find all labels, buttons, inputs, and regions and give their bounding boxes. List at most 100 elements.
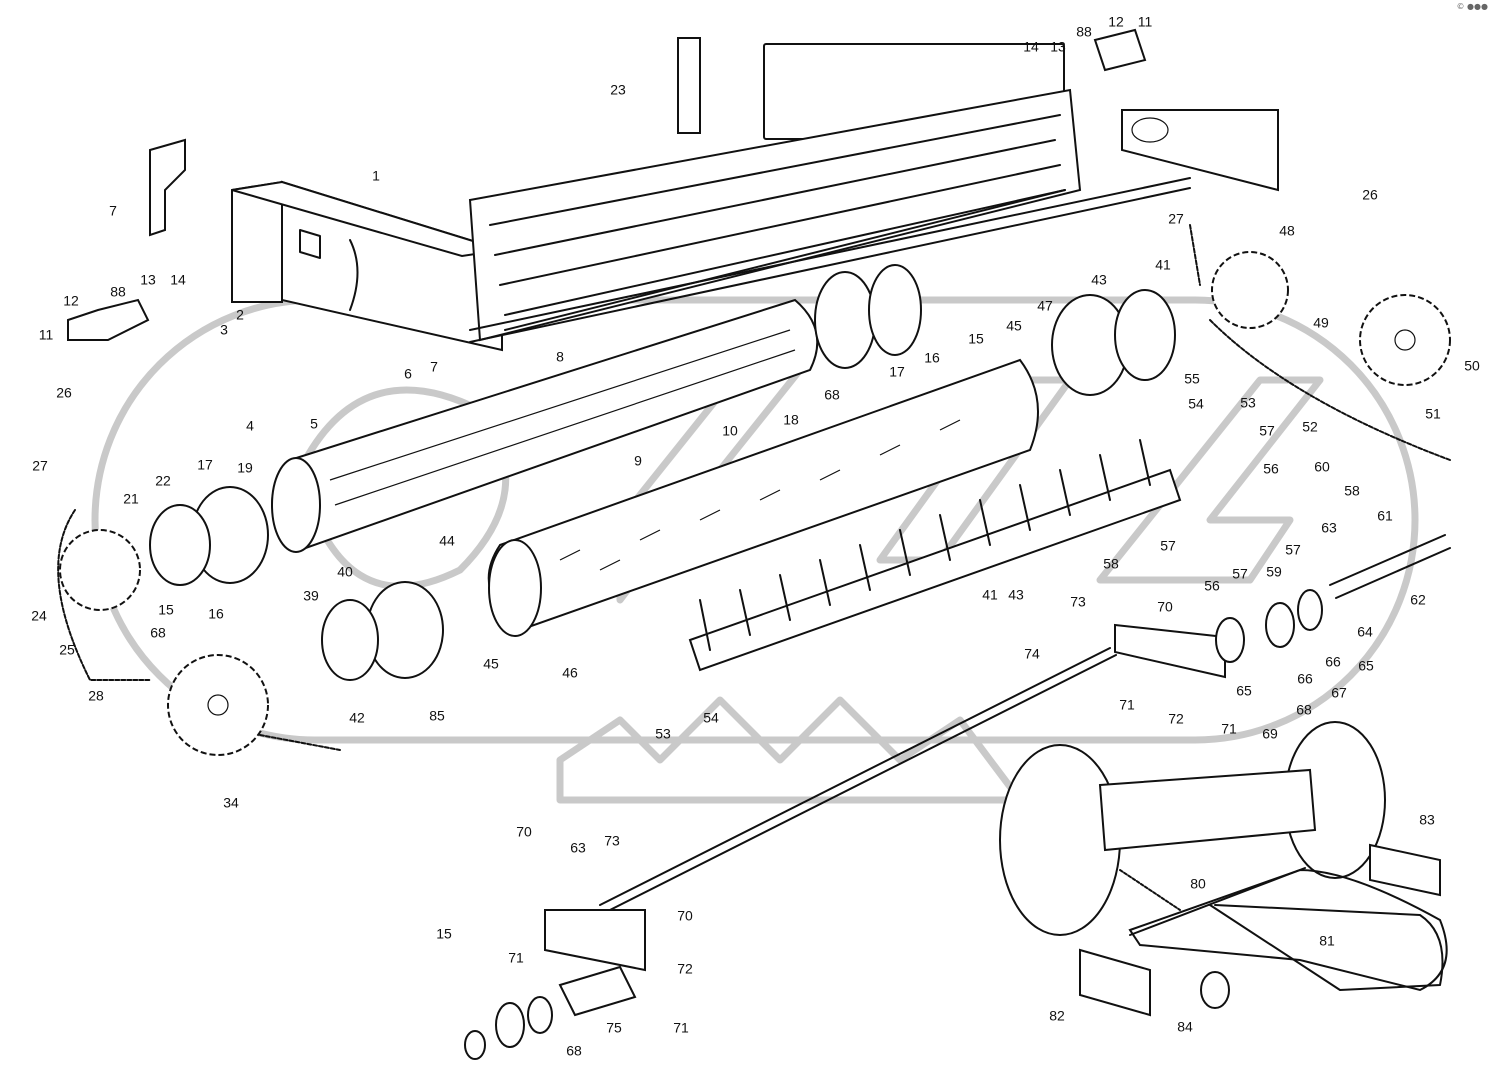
part-label: 67 bbox=[1331, 685, 1347, 701]
part-label: 66 bbox=[1297, 671, 1313, 687]
part-label: 47 bbox=[1037, 298, 1053, 314]
part-label: 85 bbox=[429, 708, 445, 724]
part-label: 24 bbox=[31, 608, 47, 624]
part-label: 88 bbox=[110, 284, 126, 300]
part-label: 39 bbox=[303, 588, 319, 604]
part-label: 28 bbox=[88, 688, 104, 704]
part-label: 71 bbox=[1119, 697, 1135, 713]
part-label: 55 bbox=[1184, 371, 1200, 387]
part-label: 7 bbox=[430, 359, 438, 375]
part-label: 19 bbox=[237, 460, 253, 476]
part-label: 45 bbox=[1006, 318, 1022, 334]
part-label: 10 bbox=[722, 423, 738, 439]
part-label: 65 bbox=[1358, 658, 1374, 674]
part-label: 64 bbox=[1357, 624, 1373, 640]
part-label: 34 bbox=[223, 795, 239, 811]
part-label: 81 bbox=[1319, 933, 1335, 949]
part-label: 5 bbox=[310, 416, 318, 432]
part-label: 21 bbox=[123, 491, 139, 507]
lower-bracket bbox=[464, 909, 646, 1060]
part-label: 69 bbox=[1262, 726, 1278, 742]
part-label: 80 bbox=[1190, 876, 1206, 892]
part-label: 12 bbox=[1108, 14, 1124, 30]
part-label: 11 bbox=[39, 327, 54, 343]
part-label: 53 bbox=[655, 726, 671, 742]
plate-7 bbox=[149, 138, 186, 237]
wheel-assembly bbox=[999, 721, 1448, 1017]
part-label: 25 bbox=[59, 642, 75, 658]
part-label: 50 bbox=[1464, 358, 1480, 374]
plate-23 bbox=[677, 37, 701, 134]
part-label: 84 bbox=[1177, 1019, 1193, 1035]
part-label: 4 bbox=[246, 418, 254, 434]
part-label: 53 bbox=[1240, 395, 1256, 411]
part-label: 73 bbox=[604, 833, 620, 849]
part-label: 52 bbox=[1302, 419, 1318, 435]
part-label: 83 bbox=[1419, 812, 1435, 828]
part-label: 14 bbox=[170, 272, 186, 288]
corner-mark: © ●●● bbox=[1456, 2, 1488, 11]
part-label: 70 bbox=[1157, 599, 1173, 615]
part-label: 73 bbox=[1070, 594, 1086, 610]
part-label: 66 bbox=[1325, 654, 1341, 670]
part-label: 57 bbox=[1285, 542, 1301, 558]
part-label: 88 bbox=[1076, 24, 1092, 40]
part-label: 82 bbox=[1049, 1008, 1065, 1024]
part-label: 54 bbox=[703, 710, 719, 726]
part-label: 43 bbox=[1091, 272, 1107, 288]
part-label: 16 bbox=[924, 350, 940, 366]
part-label: 11 bbox=[1138, 14, 1153, 30]
part-label: 63 bbox=[570, 840, 586, 856]
part-label: 43 bbox=[1008, 587, 1024, 603]
part-label: 48 bbox=[1279, 223, 1295, 239]
part-label: 68 bbox=[1296, 702, 1312, 718]
part-label: 27 bbox=[1168, 211, 1184, 227]
part-label: 68 bbox=[824, 387, 840, 403]
part-label: 75 bbox=[606, 1020, 622, 1036]
part-label: 71 bbox=[673, 1020, 689, 1036]
part-label: 14 bbox=[1023, 39, 1039, 55]
part-label: 26 bbox=[56, 385, 72, 401]
part-label: 41 bbox=[982, 587, 998, 603]
part-label: 15 bbox=[158, 602, 174, 618]
top-shaft bbox=[469, 177, 1191, 331]
part-label: 18 bbox=[783, 412, 799, 428]
part-label: 57 bbox=[1259, 423, 1275, 439]
long-rod bbox=[599, 647, 1111, 906]
part-label: 12 bbox=[63, 293, 79, 309]
part-label: 62 bbox=[1410, 592, 1426, 608]
part-label: 44 bbox=[439, 533, 455, 549]
part-label: 68 bbox=[566, 1043, 582, 1059]
part-label: 2 bbox=[236, 307, 244, 323]
part-label: 63 bbox=[1321, 520, 1337, 536]
part-label: 56 bbox=[1263, 461, 1279, 477]
part-label: 51 bbox=[1425, 406, 1441, 422]
part-label: 71 bbox=[508, 950, 524, 966]
part-label: 58 bbox=[1344, 483, 1360, 499]
part-label: 9 bbox=[634, 453, 642, 469]
part-label: 58 bbox=[1103, 556, 1119, 572]
part-label: 57 bbox=[1160, 538, 1176, 554]
part-label: 17 bbox=[197, 457, 213, 473]
part-label: 15 bbox=[436, 926, 452, 942]
main-frame bbox=[231, 43, 1279, 352]
part-label: 22 bbox=[155, 473, 171, 489]
part-label: 13 bbox=[1050, 39, 1066, 55]
part-label: 42 bbox=[349, 710, 365, 726]
part-label: 59 bbox=[1266, 564, 1282, 580]
part-label: 56 bbox=[1204, 578, 1220, 594]
part-label: 3 bbox=[220, 322, 228, 338]
feeder-tines bbox=[468, 88, 1082, 342]
part-label: 74 bbox=[1024, 646, 1040, 662]
pattern-roller bbox=[487, 358, 1039, 637]
sprockets bbox=[59, 251, 1451, 756]
part-label: 7 bbox=[109, 203, 117, 219]
part-label: 70 bbox=[516, 824, 532, 840]
comb-bar bbox=[688, 439, 1182, 672]
part-label: 65 bbox=[1236, 683, 1252, 699]
part-label: 61 bbox=[1377, 508, 1393, 524]
part-label: 54 bbox=[1188, 396, 1204, 412]
chains bbox=[57, 224, 1451, 751]
